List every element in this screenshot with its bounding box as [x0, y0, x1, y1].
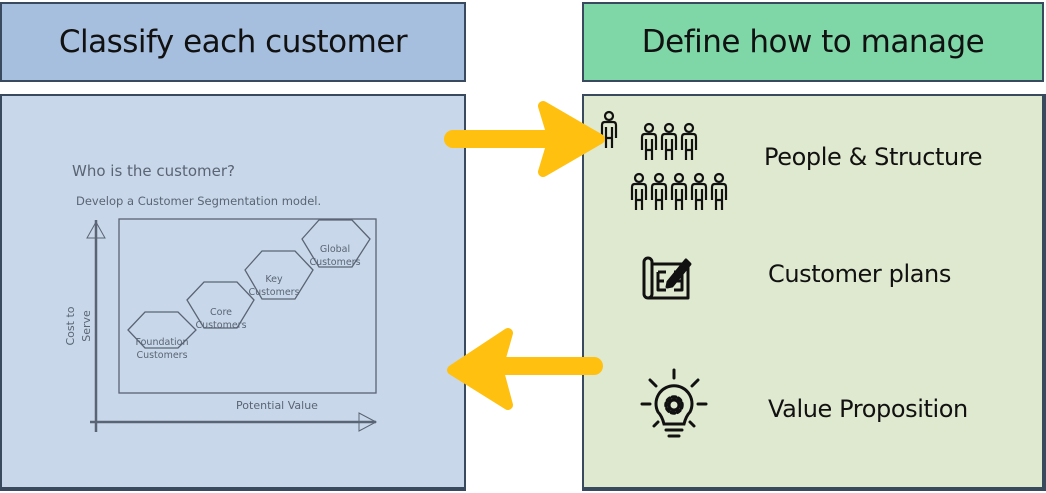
hexagon-key — [244, 250, 314, 300]
manage-panel: People & Structure Customer plans Value … — [582, 94, 1046, 491]
hexagon-core — [186, 281, 255, 329]
y-axis-arrowhead — [86, 220, 106, 239]
segment-global-line2: Customers — [309, 257, 360, 268]
segment-foundation-line1: Foundation — [135, 337, 188, 348]
segmentation-subtitle: Develop a Customer Segmentation model. — [76, 194, 322, 208]
segment-core-line1: Core — [210, 307, 232, 318]
segmentation-diagram: Foundation Customers Core Customers Key … — [64, 218, 378, 432]
hexagon-foundation — [127, 311, 197, 349]
y-axis-label-line2: Serve — [80, 310, 93, 342]
classify-header: Classify each customer — [0, 2, 466, 82]
x-axis-arrowhead — [358, 412, 378, 432]
blueprint-pencil-icon — [642, 256, 692, 300]
lightbulb-gear-icon — [640, 368, 708, 438]
segmentation-frame — [118, 218, 377, 394]
segment-foundation-line2: Customers — [136, 350, 187, 361]
hexagon-global — [301, 219, 371, 268]
manage-header: Define how to manage — [582, 2, 1044, 82]
manage-header-text: Define how to manage — [641, 24, 985, 60]
arrow-right — [444, 101, 605, 177]
segment-global-line1: Global — [320, 244, 350, 255]
people-group-icon — [600, 110, 728, 212]
customer-plans-label: Customer plans — [768, 260, 951, 288]
value-proposition-label: Value Proposition — [768, 395, 968, 423]
arrow-left — [447, 328, 603, 410]
x-axis-label: Potential Value — [236, 399, 318, 412]
segment-core-line2: Customers — [195, 320, 246, 331]
segmentation-title: Who is the customer? — [72, 162, 236, 180]
y-axis-label-line1: Cost to — [64, 306, 77, 345]
segment-key-line2: Customers — [248, 287, 299, 298]
classify-header-text: Classify each customer — [58, 24, 408, 60]
segment-key-line1: Key — [265, 274, 283, 285]
people-structure-label: People & Structure — [764, 143, 983, 171]
segmentation-panel: Who is the customer? Develop a Customer … — [0, 94, 466, 491]
